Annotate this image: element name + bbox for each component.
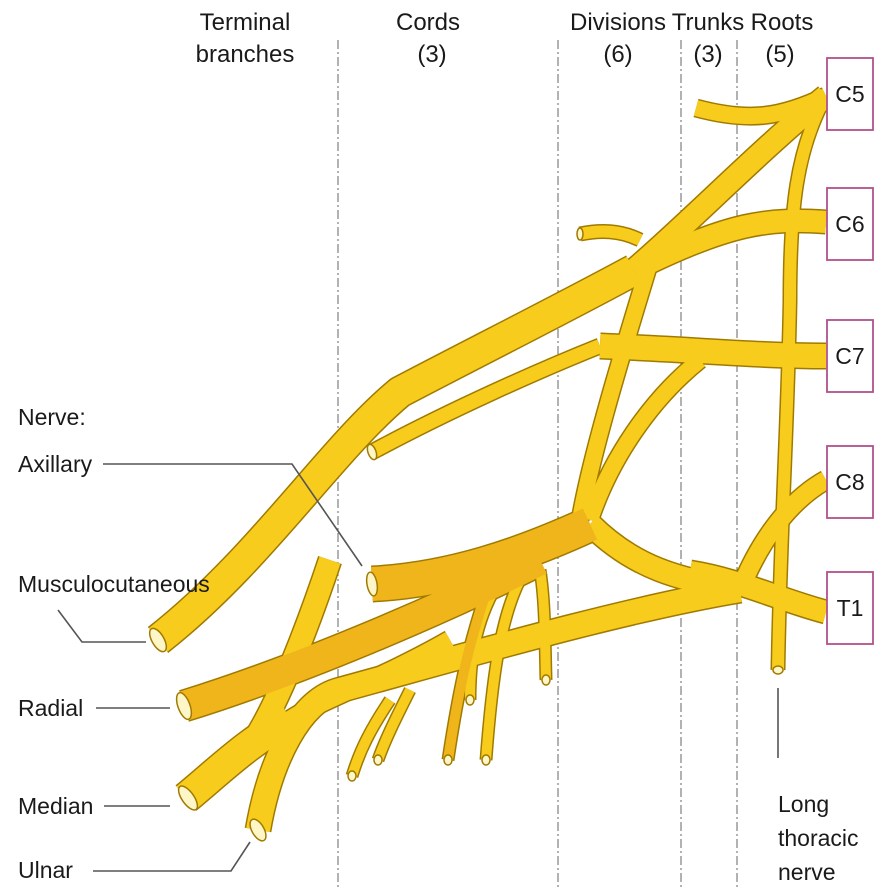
posterior-branch xyxy=(443,578,495,761)
upper-posterior-division xyxy=(572,259,658,522)
column-headers: Terminal branches Cords (3) Divisions (6… xyxy=(196,9,814,68)
ulnar-end xyxy=(249,818,267,842)
musculocutaneous-end xyxy=(148,627,168,653)
median-medial-root xyxy=(285,632,455,728)
radial-nerve xyxy=(179,546,547,721)
c7-root xyxy=(599,334,827,368)
axillary-end xyxy=(365,571,379,597)
nerve-labels: Nerve: Axillary Musculocutaneous Radial … xyxy=(18,404,859,885)
leader-ulnar xyxy=(93,841,251,872)
median-end xyxy=(177,785,199,811)
root-box-c7: C7 xyxy=(826,319,874,393)
root-labels: C5 C6 C7 C8 T1 xyxy=(826,57,874,645)
root-box-c8: C8 xyxy=(826,445,874,519)
lower-subscapular-end xyxy=(541,674,551,686)
thoracodorsal-branch xyxy=(481,577,525,761)
radial-end xyxy=(175,691,193,721)
leader-lines xyxy=(57,463,779,872)
header-roots-line1: Roots xyxy=(751,9,814,36)
header-trunks-line1: Trunks xyxy=(672,9,744,36)
leader-musculocutaneous xyxy=(57,609,146,643)
upper-trunk-to-lateral xyxy=(148,256,642,652)
medial-cutaneous-1-end xyxy=(373,754,383,766)
axillary-label: Axillary xyxy=(18,451,93,477)
root-label-c8: C8 xyxy=(835,469,864,495)
header-divisions-line1: Divisions xyxy=(570,9,666,36)
root-label-t1: T1 xyxy=(837,595,864,621)
middle-posterior-division xyxy=(582,353,705,523)
header-terminal-branches-line2: branches xyxy=(196,41,295,68)
subscapular-end xyxy=(465,694,475,706)
long-thoracic-label-line2: thoracic xyxy=(778,825,859,851)
long-thoracic-end xyxy=(772,665,784,675)
musculocutaneous-label: Musculocutaneous xyxy=(18,571,210,597)
lower-trunk xyxy=(582,516,743,601)
posterior-cord xyxy=(371,508,598,601)
ulnar-label: Ulnar xyxy=(18,857,73,883)
median-nerve xyxy=(176,706,297,810)
header-trunks-line2: (3) xyxy=(693,41,722,68)
root-label-c7: C7 xyxy=(835,343,864,369)
header-cords-line1: Cords xyxy=(396,9,460,36)
root-label-c5: C5 xyxy=(835,81,864,107)
column-dividers xyxy=(337,40,738,889)
root-label-c6: C6 xyxy=(835,211,864,237)
nerve-network xyxy=(147,86,834,833)
medial-cutaneous-2 xyxy=(347,697,395,778)
nerve-cut-ends xyxy=(148,227,784,842)
root-box-c6: C6 xyxy=(826,187,874,261)
c6-root xyxy=(629,209,827,280)
suprascapular-branch xyxy=(578,225,643,246)
header-roots-line2: (5) xyxy=(765,41,794,68)
suprascapular-end xyxy=(576,227,584,241)
nerve-prefix-label: Nerve: xyxy=(18,404,86,430)
long-thoracic-nerve xyxy=(772,93,832,671)
lateral-cord-upper xyxy=(368,339,603,459)
median-label: Median xyxy=(18,793,93,819)
posterior-branch-end xyxy=(443,754,453,766)
root-box-t1: T1 xyxy=(826,571,874,645)
header-terminal-branches-line1: Terminal xyxy=(200,9,291,36)
c8-root xyxy=(731,472,831,594)
leader-axillary xyxy=(103,463,363,567)
root-box-c5: C5 xyxy=(826,57,874,131)
medial-cutaneous-1 xyxy=(373,687,415,762)
header-cords-line2: (3) xyxy=(417,41,446,68)
lateral-branch-end xyxy=(366,443,378,461)
long-thoracic-label-line3: nerve xyxy=(778,859,836,885)
long-thoracic-label-line1: Long xyxy=(778,791,829,817)
radial-label: Radial xyxy=(18,695,83,721)
medial-cutaneous-2-end xyxy=(347,770,357,782)
header-divisions-line2: (6) xyxy=(603,41,632,68)
thoracodorsal-end xyxy=(481,754,491,766)
lower-subscapular-branch xyxy=(535,569,551,681)
